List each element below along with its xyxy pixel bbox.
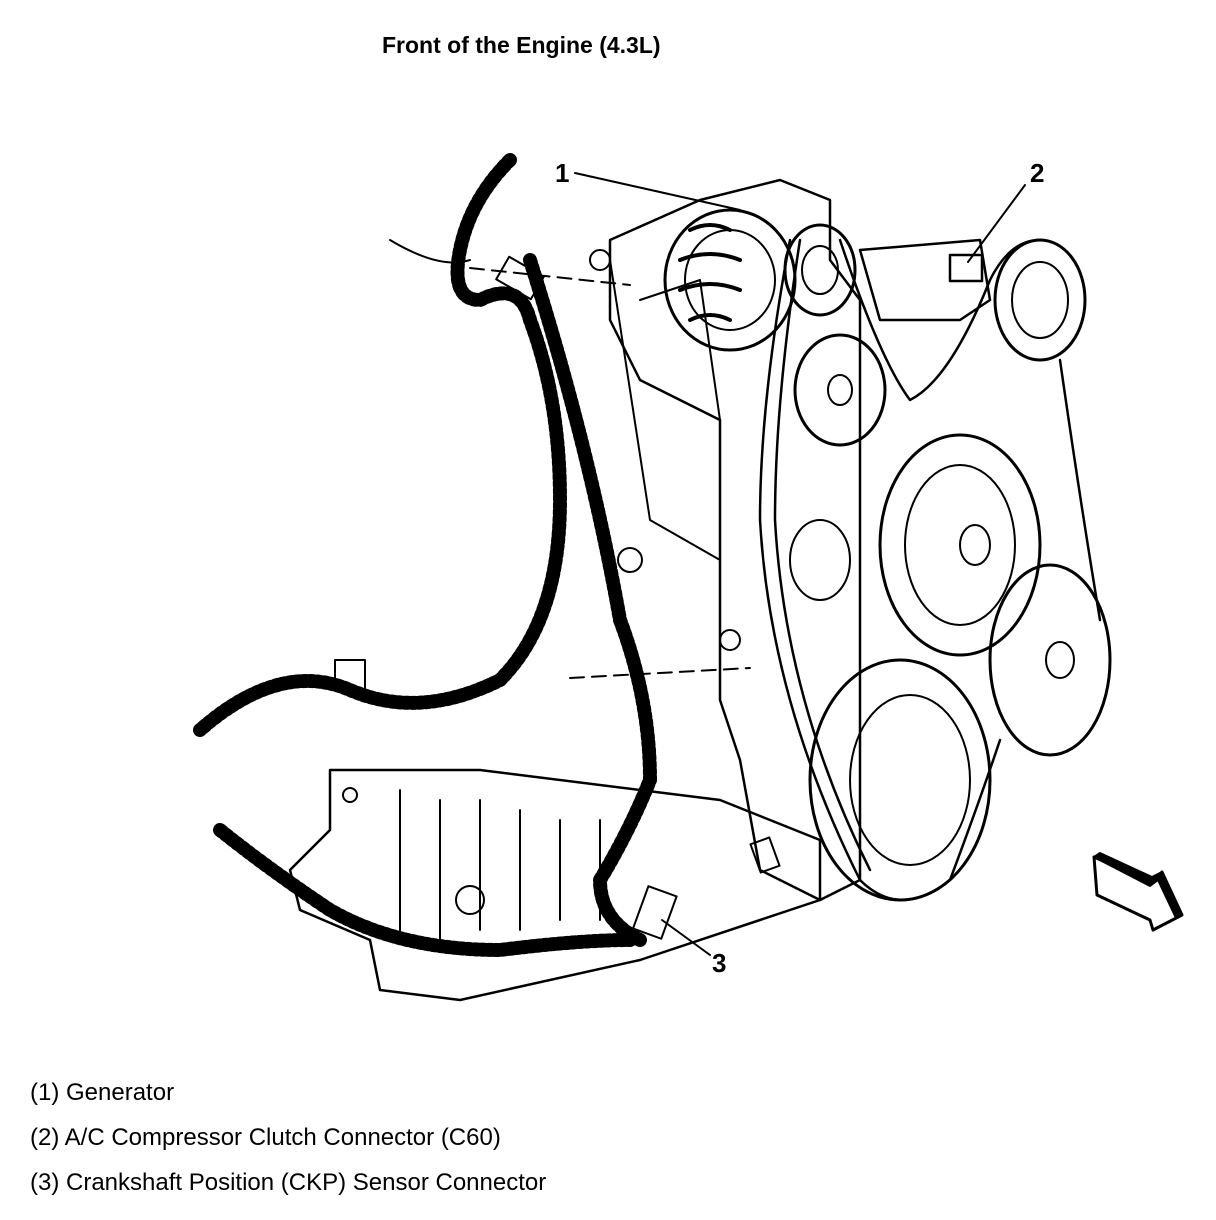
- wiring-harness-outline: [334, 239, 781, 940]
- oil-pan: [288, 768, 822, 1002]
- generator: [663, 208, 857, 352]
- legend: (1) Generator (2) A/C Compressor Clutch …: [30, 1070, 546, 1205]
- legend-item-ac-compressor-clutch-connector: (2) A/C Compressor Clutch Connector (C60…: [30, 1124, 501, 1151]
- callout-2-leader: [967, 184, 1026, 263]
- serpentine-belt: [758, 238, 1102, 902]
- callout-number-3: 3: [712, 948, 727, 978]
- legend-item-ckp-sensor-connector: (3) Crankshaft Position (CKP) Sensor Con…: [30, 1169, 547, 1196]
- callout-number-2: 2: [1030, 158, 1045, 188]
- wiring-harness: [193, 153, 657, 957]
- diagram-title: Front of the Engine (4.3L): [382, 32, 661, 58]
- front-direction-arrow-icon: [1092, 852, 1184, 932]
- callout-number-1: 1: [555, 158, 570, 188]
- callout-leaders: [574, 172, 1026, 956]
- locator-lines: [469, 267, 751, 679]
- pulleys: [789, 333, 1112, 902]
- legend-item-generator: (1) Generator: [30, 1079, 175, 1106]
- callout-1-leader: [574, 172, 741, 211]
- ac-compressor: [858, 238, 1087, 362]
- callout-3-leader: [661, 919, 711, 956]
